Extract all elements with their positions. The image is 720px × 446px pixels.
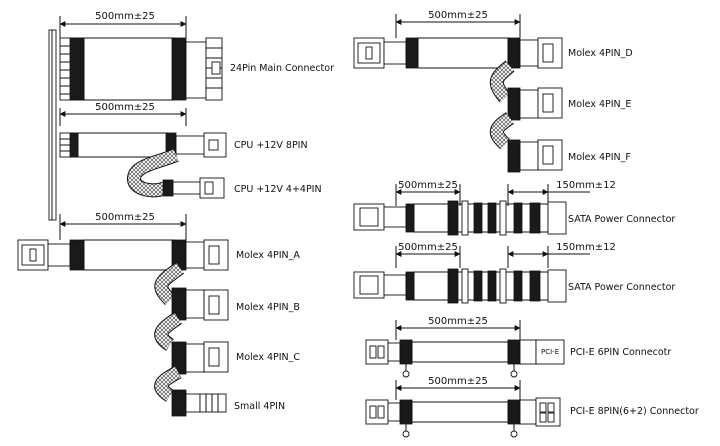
cpu-4plus4-label: CPU +12V 4+4PIN xyxy=(234,184,322,195)
pcie8-sleeve xyxy=(411,401,509,423)
pcie6-label: PCI-E 6PIN Connecotr xyxy=(570,347,671,358)
molex-right-sleeve xyxy=(417,37,509,69)
sata2-gap-dim: 150mm±12 xyxy=(556,242,616,253)
molex-a-label: Molex 4PIN_A xyxy=(236,250,300,261)
molex-d-label: Molex 4PIN_D xyxy=(568,48,633,59)
sata2-length-dim: 500mm±25 xyxy=(398,242,458,253)
pcie6-length-dim: 500mm±25 xyxy=(428,316,488,327)
main-connector-label: 24Pin Main Connector xyxy=(230,63,334,74)
pcie-6pin-cable: 500mm±25 PCI-E PCI-E 6PIN Connecotr xyxy=(365,316,671,378)
small-4pin-label: Small 4PIN xyxy=(234,401,285,412)
molex-left-sleeve xyxy=(83,239,175,271)
pcie6-connector-tag: PCI-E xyxy=(541,348,559,356)
main-sleeve xyxy=(83,37,175,101)
pcie-8pin-cable: 500mm±25 PCI-E 8PIN(6+2) Connector xyxy=(365,376,699,438)
psu-housing-plate xyxy=(48,29,57,221)
molex-b-label: Molex 4PIN_B xyxy=(236,302,300,313)
small-4pin-connector xyxy=(199,393,227,413)
pcie6-connector xyxy=(535,339,565,365)
sata-cable-1: 500mm±25 150mm±12 SATA Power Connector xyxy=(353,180,675,236)
molex-right-cable: 500mm±25 Molex 4PIN_D Molex 4PIN_E Molex… xyxy=(353,10,633,173)
cpu-8pin-label: CPU +12V 8PIN xyxy=(234,140,308,151)
sata2-label: SATA Power Connector xyxy=(568,282,675,293)
molex-right-length-dim: 500mm±25 xyxy=(428,10,488,21)
sata2-connector xyxy=(547,269,567,303)
molex-e-label: Molex 4PIN_E xyxy=(568,99,631,110)
pcie8-label: PCI-E 8PIN(6+2) Connector xyxy=(570,406,699,417)
pcie6-sleeve xyxy=(411,341,509,363)
molex-left-length-dim: 500mm±25 xyxy=(95,212,155,223)
cpu-sleeve xyxy=(77,132,169,158)
main-heatshrink xyxy=(171,37,187,101)
sata1-connector xyxy=(547,201,567,235)
cpu-length-dim: 500mm±25 xyxy=(95,102,155,113)
pcie8-source-plug xyxy=(365,399,389,425)
molex-c-label: Molex 4PIN_C xyxy=(236,352,300,363)
sata-cable-2: 500mm±25 150mm±12 SATA Power Connector xyxy=(353,242,675,304)
main-length-dim: 500mm±25 xyxy=(95,11,155,22)
main-24pin-cable: 500mm±25 24Pin Main Connector xyxy=(59,11,334,101)
molex-f-label: Molex 4PIN_F xyxy=(568,152,631,163)
molex-left-cable: 500mm±25 Molex 4PIN_A Molex 4PIN_B Molex… xyxy=(17,212,300,417)
pcie6-source-plug xyxy=(365,339,389,365)
pcie8-length-dim: 500mm±25 xyxy=(428,376,488,387)
sata1-length-dim: 500mm±25 xyxy=(398,180,458,191)
sata1-label: SATA Power Connector xyxy=(568,214,675,225)
sata1-gap-dim: 150mm±12 xyxy=(556,180,616,191)
cpu-cable: 500mm±25 CPU +12V 8PIN CPU +12V 4+4PIN xyxy=(59,102,322,199)
